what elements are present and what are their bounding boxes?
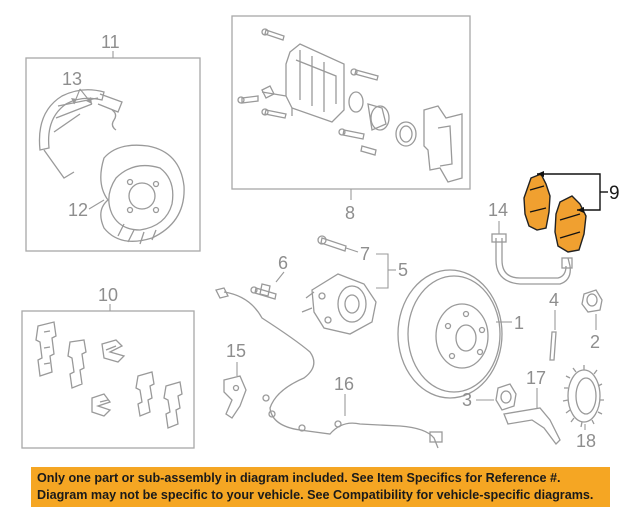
callout-16: 16: [334, 374, 354, 394]
hub-bolt-7: 7 5: [317, 235, 408, 289]
backing-plate: [100, 144, 185, 245]
abs-tone-ring: 18: [562, 365, 604, 451]
callout-2: 2: [590, 332, 600, 352]
hose-bracket: 17: [503, 368, 561, 445]
brake-hose: 14: [488, 200, 573, 285]
axle-nut: 3: [462, 383, 517, 411]
caliper-body: [261, 43, 345, 123]
caliper-bracket: [423, 105, 463, 183]
grease-cap: 2: [581, 289, 603, 352]
callout-12: 12: [68, 200, 88, 220]
brake-pad-outer: [554, 195, 587, 253]
callout-15: 15: [226, 341, 246, 361]
sensor-bracket: 15: [223, 341, 247, 419]
callout-7: 7: [360, 244, 370, 264]
callout-4: 4: [549, 290, 559, 310]
callout-5: 5: [398, 260, 408, 280]
callout-9: 9: [609, 183, 620, 204]
brake-pad-inner: [523, 173, 551, 231]
brake-rotor: 1: [397, 269, 524, 399]
abs-sensor-wire: 16: [215, 287, 443, 449]
caliper-bolts: [237, 28, 379, 156]
callout-1: 1: [514, 313, 524, 333]
box-8-frame: [231, 15, 471, 190]
callout-3: 3: [462, 390, 472, 410]
callout-17: 17: [526, 368, 546, 388]
notice-banner: Only one part or sub-assembly in diagram…: [31, 467, 610, 507]
box-10-hardware: 10: [21, 285, 195, 449]
callout-13: 13: [62, 69, 82, 89]
hub-bearing: [301, 273, 377, 335]
bleeder-screw: 4: [549, 290, 559, 361]
hardware-clips: [35, 321, 183, 429]
callout-6: 6: [278, 253, 288, 273]
callout-11: 11: [101, 32, 120, 52]
callout-10: 10: [98, 285, 118, 305]
callout-18: 18: [576, 431, 596, 451]
hub-bolt: 6: [250, 253, 288, 300]
piston-and-seals: [348, 91, 417, 147]
brake-shoe: [38, 89, 123, 179]
brake-pads-highlighted: 9: [523, 171, 620, 253]
callout-8: 8: [345, 203, 355, 223]
callout-14: 14: [488, 200, 508, 220]
box-11-parking-brake: 11 13 12: [25, 32, 201, 252]
notice-line-2: Diagram may not be specific to your vehi…: [37, 488, 594, 502]
notice-line-1: Only one part or sub-assembly in diagram…: [37, 471, 561, 485]
box-8-caliper: 8: [231, 15, 471, 223]
box-10-frame: [21, 310, 195, 449]
